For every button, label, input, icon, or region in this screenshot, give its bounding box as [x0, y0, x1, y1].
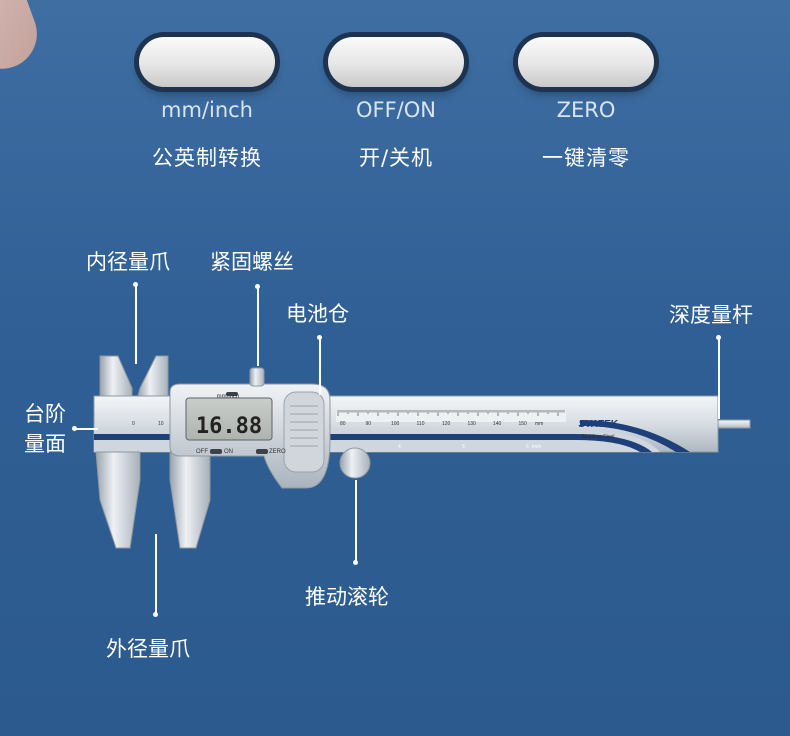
scale-label: 10: [158, 421, 164, 427]
lock-screw-label: 紧固螺丝: [210, 250, 294, 274]
off-on-button[interactable]: [328, 37, 464, 87]
scale-label: 0: [132, 421, 135, 427]
scale-label: 150: [519, 421, 528, 427]
inner-jaw-leader-dot: [133, 282, 138, 287]
inner-jaw-moving: [137, 355, 169, 397]
step-label-line2: 量面: [24, 432, 66, 456]
lock-screw: [249, 367, 265, 387]
scale-label: 90: [366, 421, 372, 427]
mm-inch-caption: 公英制转换: [152, 146, 262, 170]
brand-logo: SYATEK: [578, 419, 618, 430]
lcd-screen: [185, 397, 273, 441]
outer-jaw-fixed: [95, 451, 141, 549]
lcd-unit: mm/inch: [217, 394, 240, 400]
outer-jaw-leader-dot: [153, 612, 158, 617]
inch-scale-label: 4: [398, 444, 401, 450]
scale-label: 110: [417, 421, 425, 427]
zero-button[interactable]: [518, 37, 654, 87]
scale-label: 100: [391, 421, 400, 427]
mm-inch-button[interactable]: [139, 37, 275, 87]
off-on-label: OFF/ON: [355, 98, 436, 122]
scale-label: 80: [340, 421, 346, 427]
inch-scale-label: 6: [526, 444, 529, 450]
mm-inch-key: [226, 392, 238, 396]
thumb-roller: [339, 447, 371, 479]
step-label-line1: 台阶: [24, 402, 66, 426]
battery-label: 电池仓: [286, 302, 349, 326]
scale-label: 120: [442, 421, 451, 427]
zero-label: ZERO: [556, 98, 616, 122]
outer-jaw-moving: [169, 451, 211, 549]
thumb-roller-label: 推动滚轮: [305, 585, 389, 609]
scale-label: 140: [493, 421, 502, 427]
inch-scale-label: 5: [462, 444, 465, 450]
lock-screw-leader: [257, 286, 259, 366]
off-label-small: OFF: [196, 449, 208, 455]
mm-inch-label: mm/inch: [161, 98, 253, 122]
depth-rod-leader: [718, 337, 720, 419]
step-face-leader-dot: [72, 426, 77, 431]
scale-unit-mm: mm: [535, 421, 543, 427]
battery-leader: [319, 337, 321, 395]
off-on-key: [210, 449, 222, 454]
thumb-roller-leader-dot: [353, 560, 358, 565]
step-face-leader: [74, 428, 98, 430]
zero-caption: 一键清零: [542, 146, 630, 170]
inner-jaw-fixed: [99, 355, 133, 397]
material-text: Stainless Steel: [581, 434, 614, 440]
outer-jaw-label: 外径量爪: [106, 637, 190, 661]
lcd-value: 16.88: [196, 414, 262, 439]
depth-rod-leader-dot: [716, 335, 721, 340]
off-on-caption: 开/关机: [358, 146, 434, 170]
on-label-small: ON: [224, 449, 233, 455]
scale-label: 130: [468, 421, 477, 427]
lock-screw-leader-dot: [255, 284, 260, 289]
depth-rod: [717, 419, 751, 429]
depth-rod-label: 深度量杆: [669, 303, 753, 327]
battery-leader-dot: [317, 335, 322, 340]
battery-cover: [283, 391, 325, 473]
zero-label-small: ZERO: [269, 449, 286, 455]
outer-jaw-leader: [155, 534, 157, 614]
inner-jaw-label: 内径量爪: [86, 250, 170, 274]
inner-jaw-leader: [135, 284, 137, 364]
scale-unit-inch: inch: [532, 444, 541, 450]
thumb-roller-leader: [355, 480, 357, 562]
zero-key: [256, 449, 268, 454]
